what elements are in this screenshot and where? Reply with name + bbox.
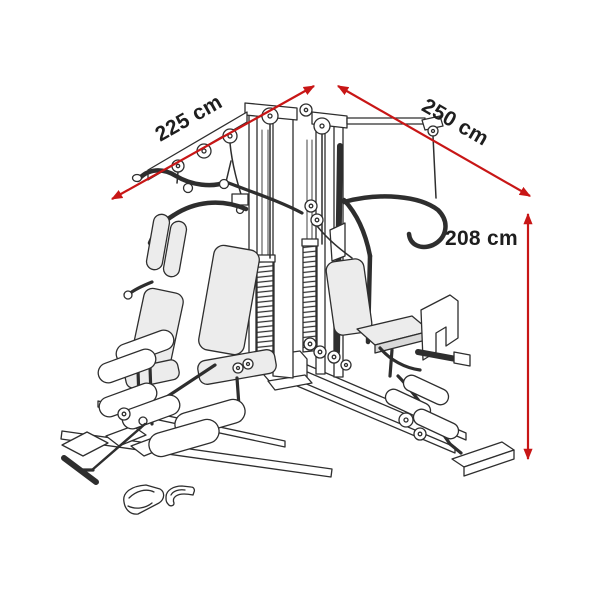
leg-extension-rollers [97,329,246,458]
foam-roller [412,408,460,440]
back-pad-left [198,244,260,356]
handle-ball [123,290,133,300]
weight-stack-right [302,243,318,353]
dim-label-height: 208 cm [445,227,518,250]
foam-roller [121,394,181,430]
single-grip-handle-accessory [165,485,196,507]
cable [90,422,147,472]
dim-arrow-left-225 [111,85,315,200]
gym-machine-drawing [60,102,515,515]
stack-top-plate [301,238,319,247]
foam-roller [97,348,157,384]
handle-grip [131,173,143,183]
low-row-cable-tbar [61,422,147,485]
dim-arrow-right-250 [337,85,531,197]
mast-gusset [329,222,346,262]
left-foot-plate [61,431,109,457]
ankle-strap-accessory [123,484,165,515]
foam-roller [402,374,450,406]
back-pad-right [325,258,373,336]
foam-roller-large [148,418,220,458]
press-arm-pad [145,213,171,271]
press-arm-pad [162,220,188,278]
press-bar-end [453,351,471,367]
shroud-plate [420,294,459,361]
